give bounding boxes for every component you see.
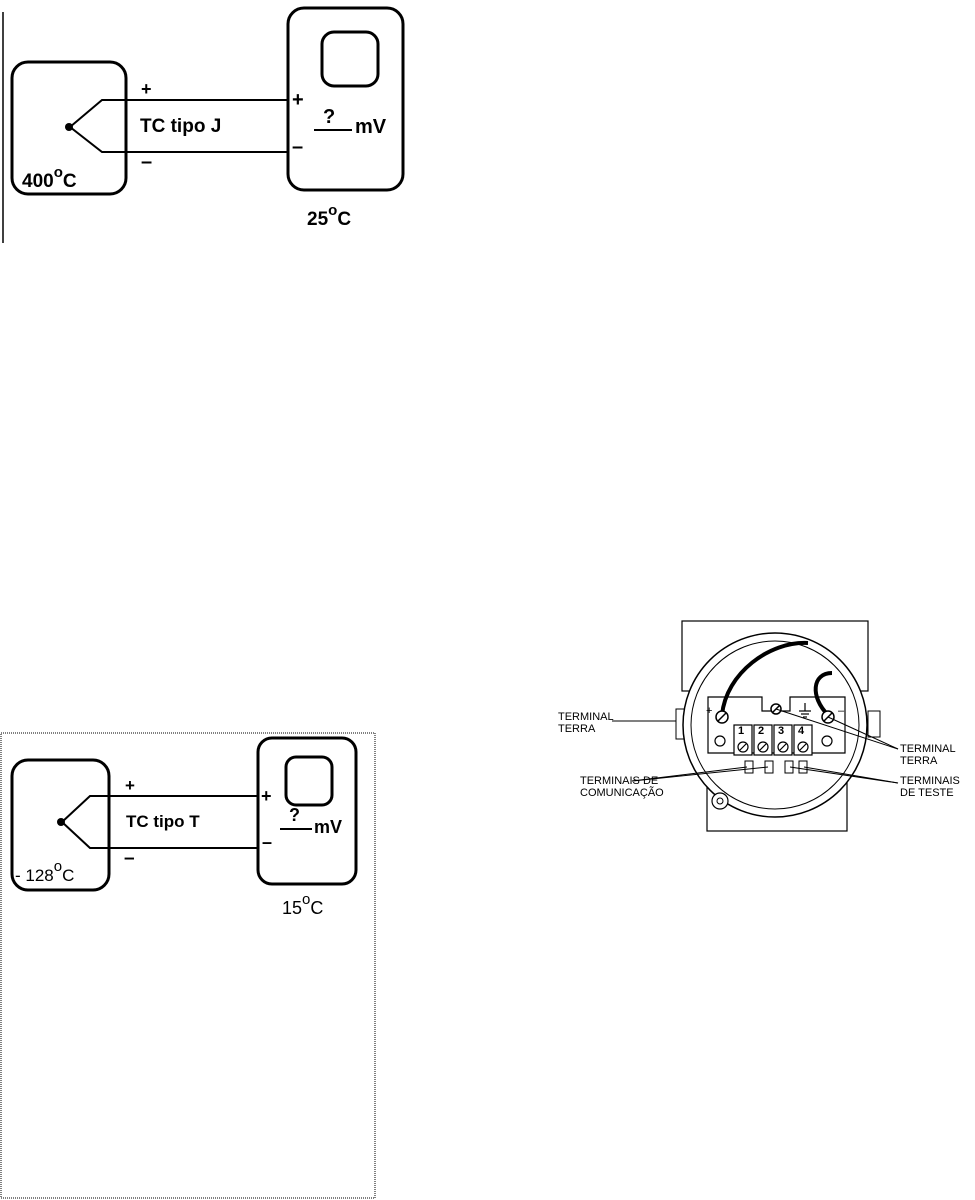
negative-wire-sign: – — [141, 152, 152, 172]
unknown-reading: ? — [323, 107, 335, 127]
hot-junction-temperature: - 128oC — [15, 867, 74, 884]
junction-dot — [57, 818, 65, 826]
meter-negative-sign: – — [292, 137, 303, 157]
unknown-reading: ? — [289, 806, 300, 824]
positive-wire-sign: + — [141, 80, 152, 98]
diagram-t-frame — [1, 733, 375, 1198]
thermocouple-type-label: TC tipo T — [126, 813, 200, 830]
test-terminals-label: TERMINAIS DE TESTE — [900, 775, 960, 799]
terminal-number-2: 2 — [758, 726, 764, 737]
meter-negative-sign: – — [262, 833, 272, 851]
millivoltmeter-box — [288, 8, 403, 190]
cold-junction-temperature: 25oC — [307, 210, 351, 229]
positive-wire-sign: + — [125, 777, 135, 794]
thermocouple-type-label: TC tipo J — [140, 117, 221, 136]
terminal-number-1: 1 — [738, 726, 744, 737]
meter-display — [286, 757, 332, 805]
diagram-t-lines — [0, 730, 380, 1200]
communication-terminals-label: TERMINAIS DE COMUNICAÇÃO — [580, 775, 664, 799]
millivolt-unit: mV — [314, 818, 342, 836]
thermocouple-diagram-t: + – TC tipo T + – ? mV - 128oC 15oC — [0, 730, 380, 1200]
terminal-terra-right-label: TERMINAL TERRA — [900, 743, 956, 767]
millivolt-unit: mV — [355, 117, 386, 137]
board-minus-sign: – — [838, 705, 844, 717]
board-plus-sign: + — [706, 705, 712, 717]
millivoltmeter-box — [258, 738, 356, 884]
terminal-terra-left-label: TERMINAL TERRA — [558, 711, 614, 735]
cold-junction-temperature: 15oC — [282, 899, 323, 917]
meter-positive-sign: + — [261, 787, 272, 805]
thermocouple-diagram-j: + – TC tipo J + – ? mV 400oC 25oC — [0, 0, 420, 245]
negative-wire-sign: – — [124, 849, 135, 868]
hot-junction-temperature: 400oC — [22, 172, 77, 191]
terminal-number-3: 3 — [778, 726, 784, 737]
meter-positive-sign: + — [292, 90, 304, 110]
junction-dot — [65, 123, 73, 131]
transmitter-terminal-block: 1 2 3 4 + – TERMINAL TERRA TERMINAL TERR… — [540, 615, 975, 835]
meter-display — [322, 32, 378, 86]
terminal-number-4: 4 — [798, 726, 804, 737]
